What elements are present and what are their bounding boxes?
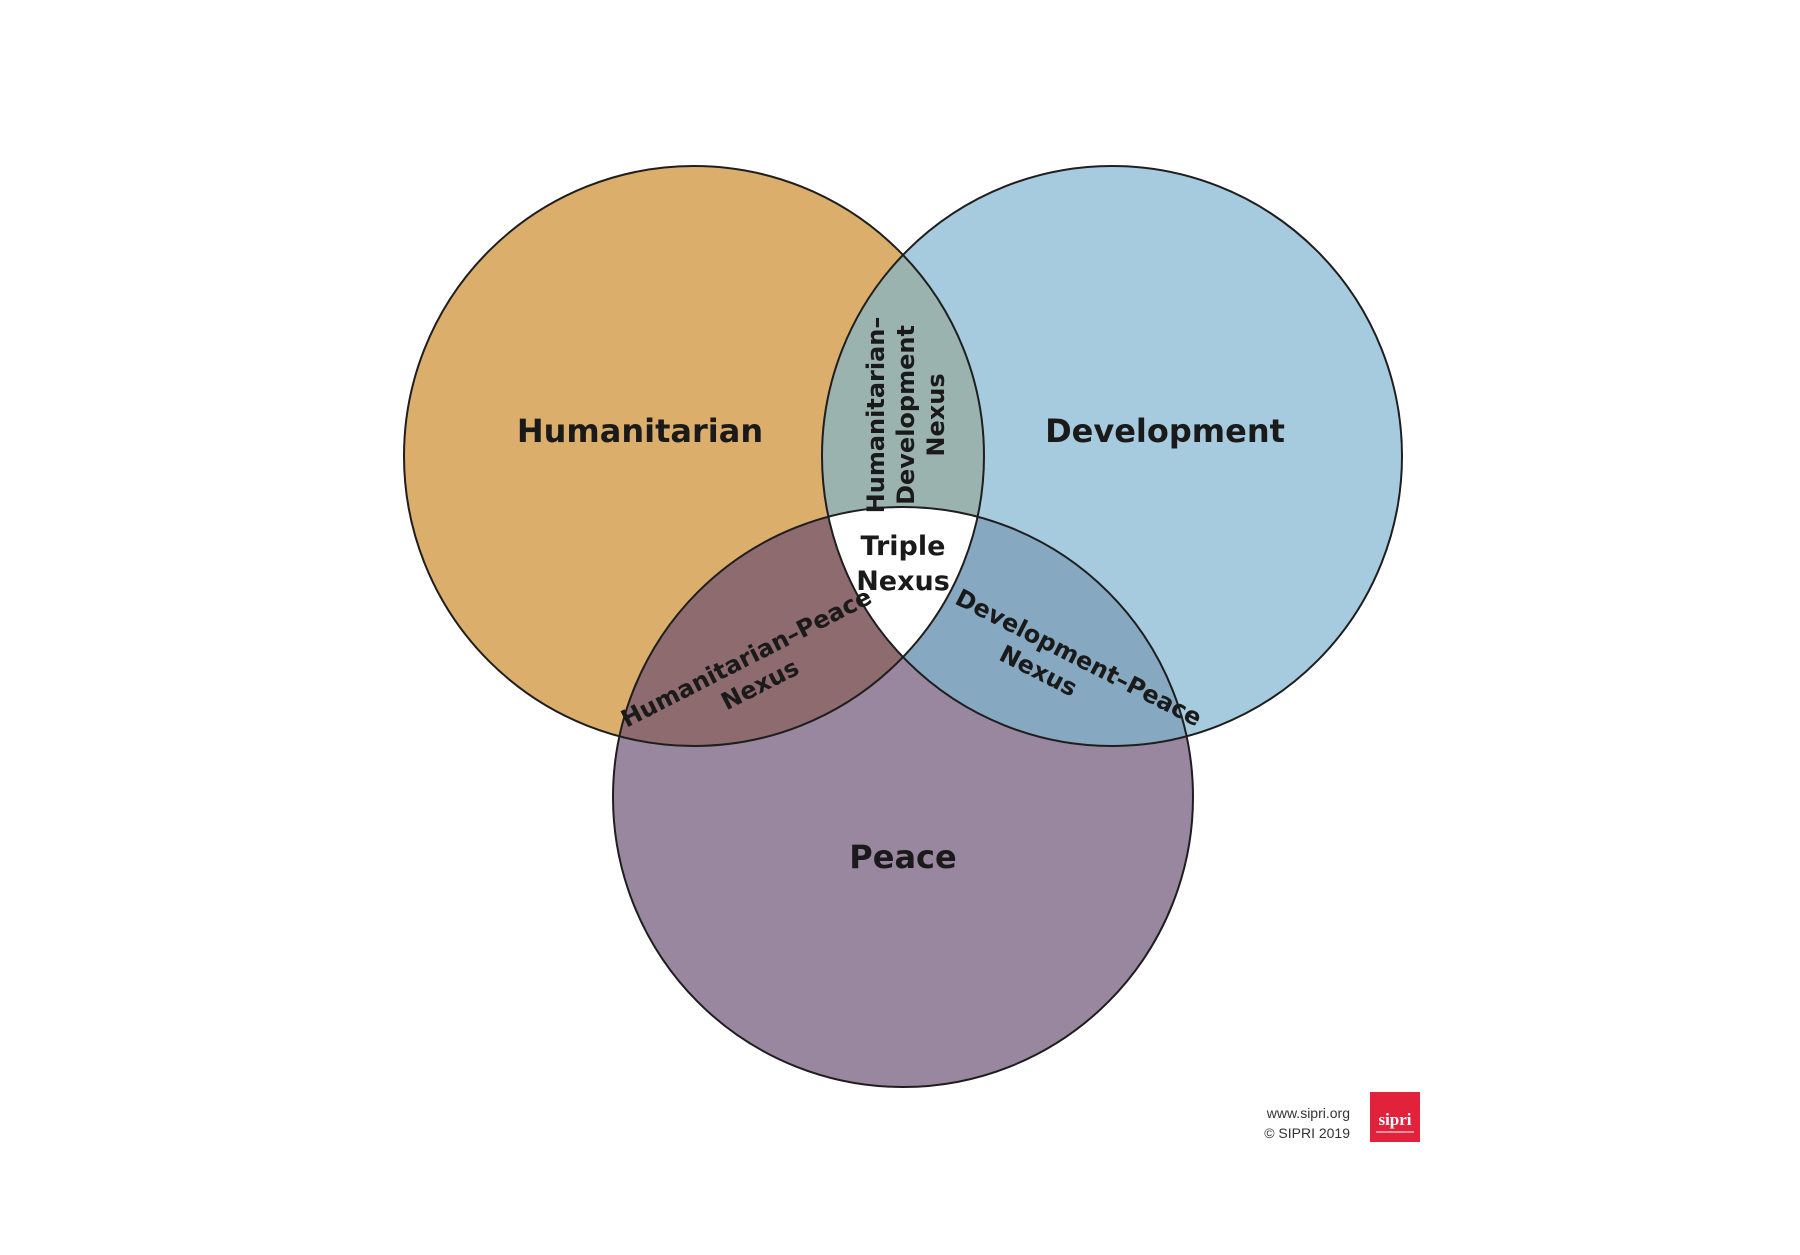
- sipri-logo-text: sipri: [1378, 1110, 1411, 1129]
- development-outline: [821, 165, 1403, 747]
- triple-nexus-line-2: Nexus: [856, 566, 950, 597]
- copyright-text: © SIPRI 2019: [1264, 1125, 1350, 1141]
- hd-nexus-line-2: Development: [892, 325, 920, 505]
- hd-nexus-line-3: Nexus: [922, 373, 950, 456]
- website-text: www.sipri.org: [1266, 1105, 1350, 1121]
- peace-outline: [612, 506, 1194, 1088]
- humanitarian-peace-overlap: [613, 507, 984, 746]
- triple-nexus-line-1: Triple: [861, 531, 946, 562]
- peace-label: Peace: [849, 838, 956, 876]
- sipri-logo: sipri: [1370, 1092, 1420, 1142]
- humanitarian-outline: [403, 165, 985, 747]
- humanitarian-development-nexus-label: Humanitarian– Development Nexus: [862, 317, 950, 514]
- hd-nexus-line-1: Humanitarian–: [862, 317, 890, 514]
- sipri-logo-background: [1370, 1092, 1420, 1142]
- development-label: Development: [1045, 412, 1285, 450]
- development-peace-overlap: [822, 507, 1193, 746]
- humanitarian-label: Humanitarian: [517, 412, 763, 450]
